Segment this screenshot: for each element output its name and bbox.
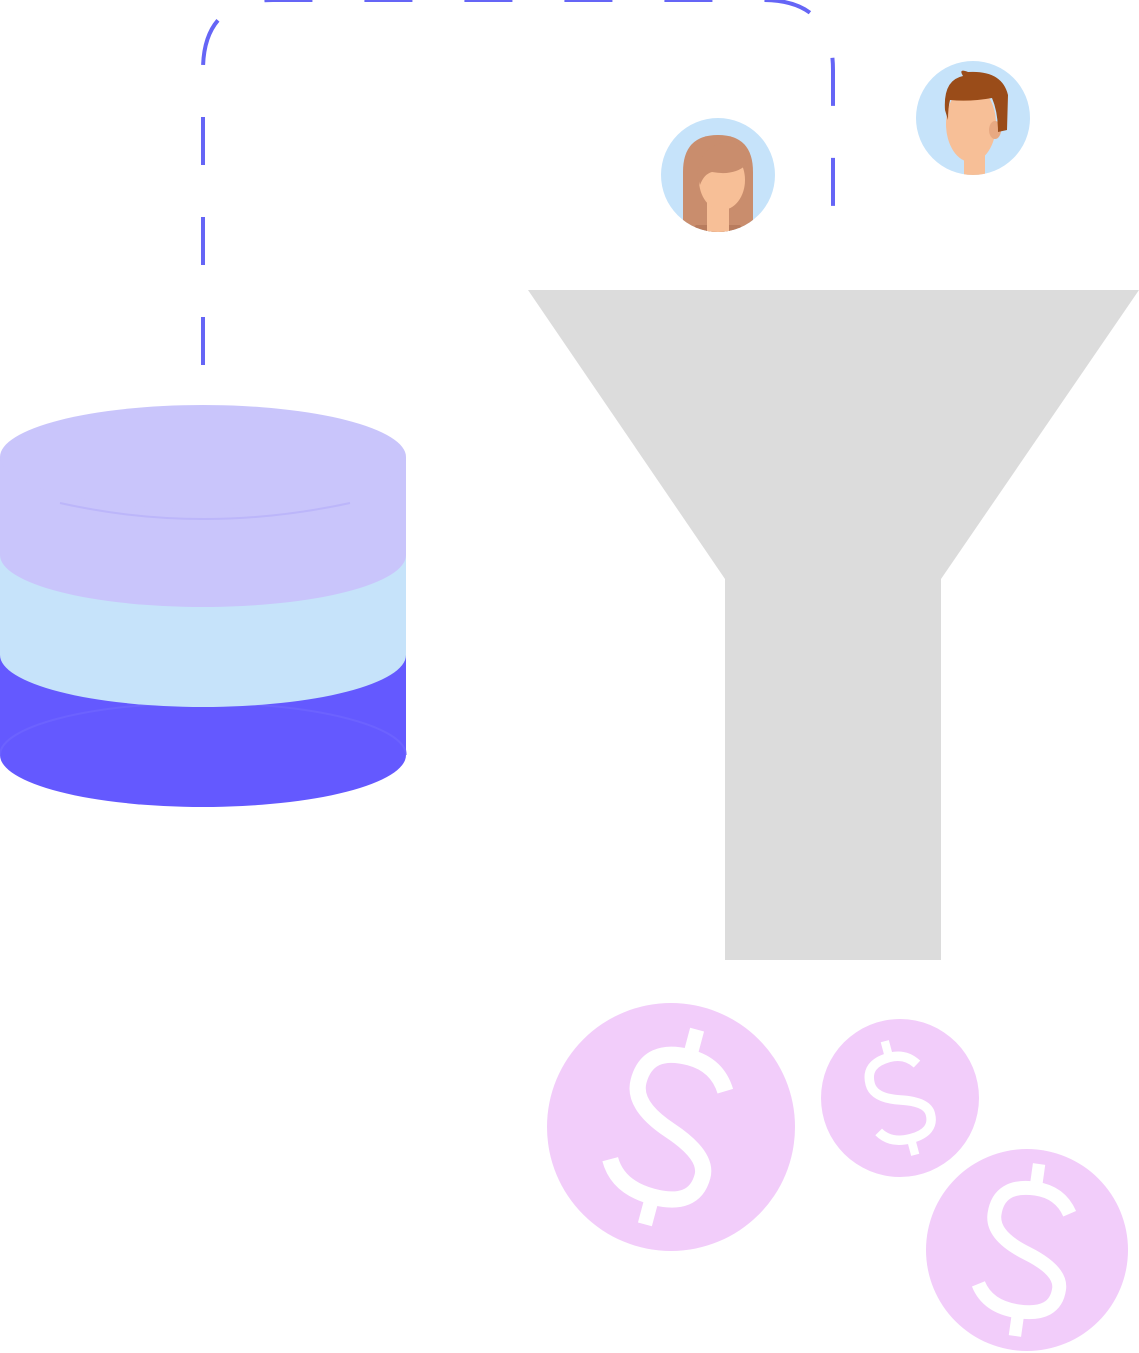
female-user-icon [661, 118, 775, 240]
database-icon [0, 405, 406, 807]
male-user-icon [916, 61, 1030, 180]
dollar-coin-icon [821, 1019, 979, 1177]
dollar-coin-icon [547, 1003, 795, 1251]
database-layer-top [0, 405, 406, 607]
funnel-icon [528, 290, 1139, 960]
dollar-coin-icon [926, 1149, 1128, 1351]
